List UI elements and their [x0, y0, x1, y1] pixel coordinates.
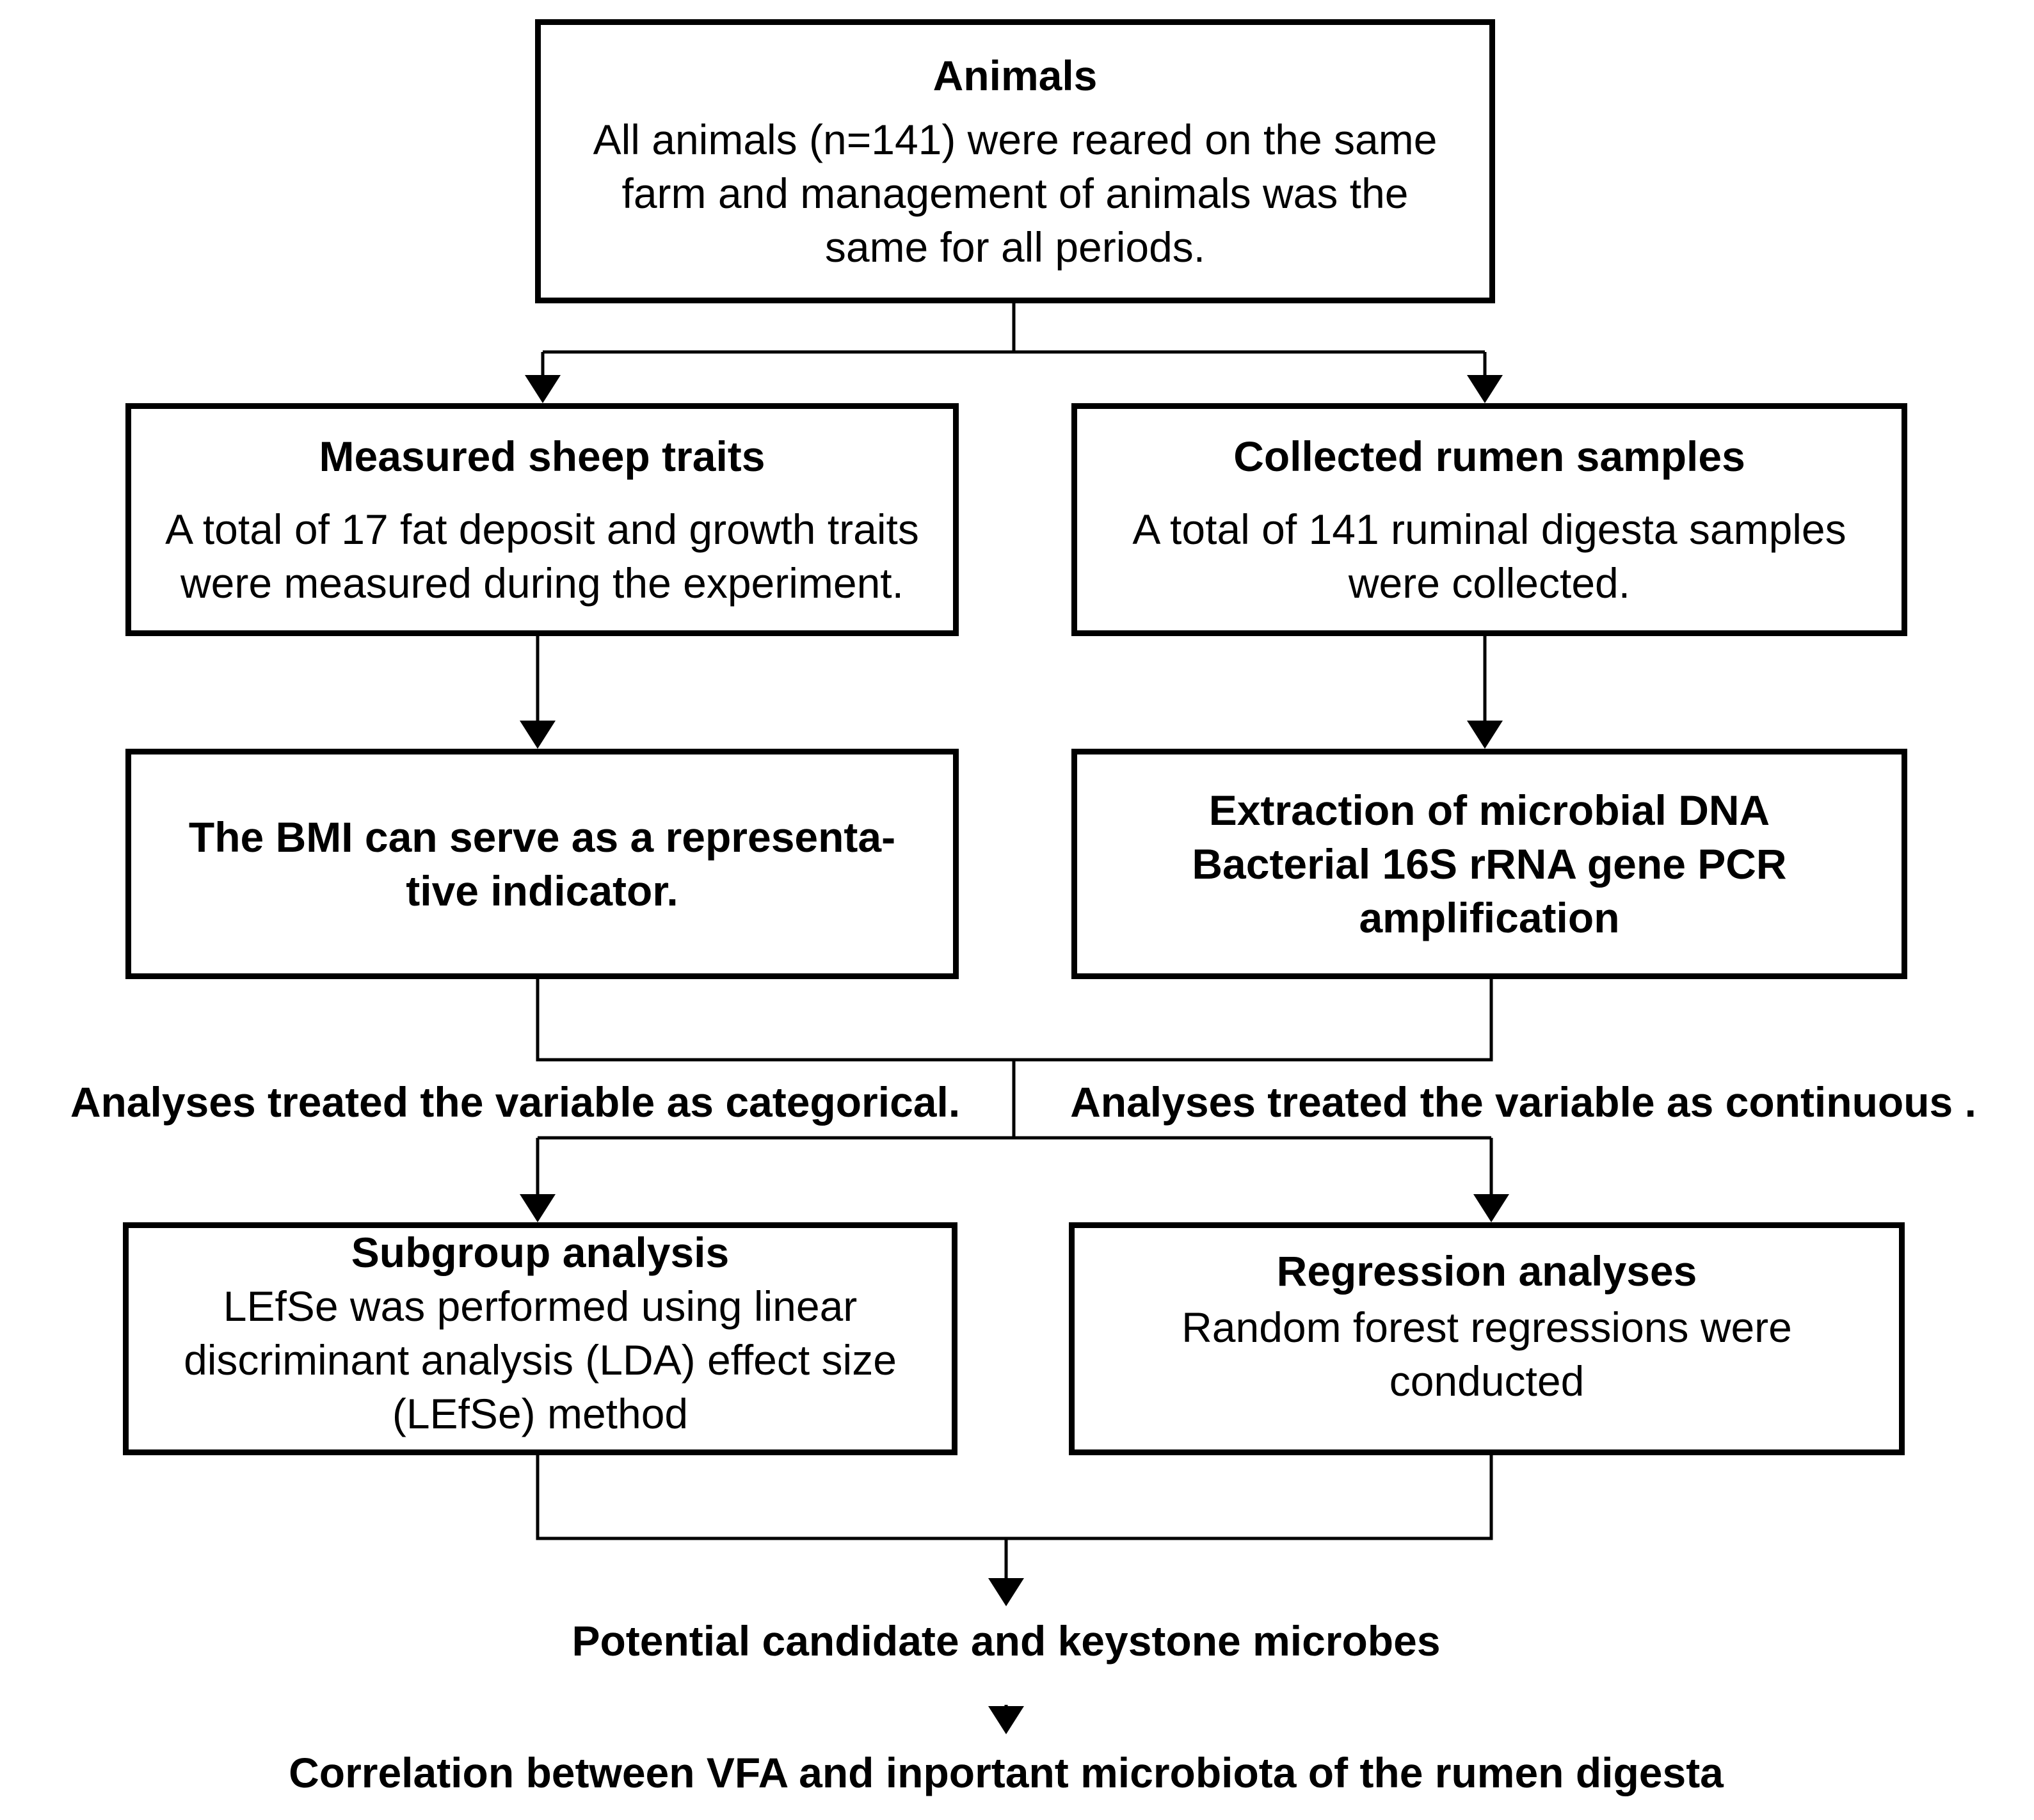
- arrowhead-traits: [525, 375, 561, 403]
- animals-line: farm and management of animals was the: [621, 170, 1409, 217]
- arrowhead-rumen: [1467, 375, 1503, 403]
- extraction-box: Extraction of microbial DNA Bacterial 16…: [1071, 749, 1907, 979]
- outcome-candidate-microbes: Potential candidate and keystone microbe…: [572, 1617, 1441, 1664]
- rumen-line: A total of 141 ruminal digesta samples: [1132, 506, 1846, 553]
- traits-description: A total of 17 fat deposit and growth tra…: [165, 502, 919, 610]
- bmi-line: The BMI can serve as a representa-: [188, 813, 896, 861]
- traits-box: Measured sheep traits A total of 17 fat …: [125, 403, 959, 636]
- animals-title: Animals: [933, 52, 1098, 99]
- rumen-description: A total of 141 ruminal digesta samples w…: [1132, 502, 1846, 610]
- connector-animals-split: [541, 301, 1487, 389]
- rumen-title: Collected rumen samples: [1233, 433, 1745, 480]
- animals-description: All animals (n=141) were reared on the s…: [593, 113, 1437, 274]
- arrowhead-subgroup: [520, 1194, 556, 1222]
- animals-line: All animals (n=141) were reared on the s…: [593, 116, 1437, 163]
- arrowhead-bmi: [520, 721, 556, 749]
- subgroup-line: (LEfSe) method: [392, 1390, 689, 1437]
- subgroup-line: discriminant analysis (LDA) effect size: [184, 1336, 897, 1384]
- regression-line: Random forest regressions were: [1181, 1304, 1792, 1351]
- rumen-box: Collected rumen samples A total of 141 r…: [1071, 403, 1907, 636]
- regression-box: Regression analyses Random forest regres…: [1069, 1222, 1905, 1455]
- traits-line: were measured during the experiment.: [180, 559, 904, 607]
- regression-title: Regression analyses: [1276, 1247, 1697, 1295]
- extraction-line: amplification: [1359, 894, 1620, 941]
- extraction-text: Extraction of microbial DNA Bacterial 16…: [1192, 783, 1786, 945]
- connector-merge-1: [536, 977, 1493, 1062]
- animals-box: Animals All animals (n=141) were reared …: [535, 19, 1495, 303]
- arrowhead-regression: [1473, 1194, 1509, 1222]
- subgroup-box: Subgroup analysis LEfSe was performed us…: [123, 1222, 957, 1455]
- subgroup-line: LEfSe was performed using linear: [223, 1282, 858, 1330]
- bmi-text: The BMI can serve as a representa- tive …: [189, 810, 895, 918]
- connector-split-2: [536, 1136, 1493, 1208]
- subgroup-description: LEfSe was performed using linear discrim…: [184, 1279, 897, 1441]
- rumen-line: were collected.: [1348, 559, 1631, 607]
- regression-description: Random forest regressions were conducted: [1181, 1300, 1792, 1408]
- connector-merge-2: [536, 1453, 1493, 1540]
- regression-line: conducted: [1389, 1357, 1585, 1405]
- label-continuous: Analyses treated the variable as continu…: [1070, 1078, 1976, 1126]
- animals-line: same for all periods.: [824, 223, 1206, 271]
- outcome-vfa-correlation: Correlation between VFA and inportant mi…: [289, 1749, 1724, 1796]
- bmi-line: tive indicator.: [406, 867, 678, 914]
- extraction-line: Bacterial 16S rRNA gene PCR: [1192, 840, 1787, 888]
- arrowhead-outcome-2: [988, 1706, 1024, 1734]
- bmi-box: The BMI can serve as a representa- tive …: [125, 749, 959, 979]
- arrowhead-outcome-1: [988, 1578, 1024, 1606]
- arrowhead-extraction: [1467, 721, 1503, 749]
- traits-title: Measured sheep traits: [319, 433, 765, 480]
- traits-line: A total of 17 fat deposit and growth tra…: [165, 506, 919, 553]
- subgroup-title: Subgroup analysis: [351, 1229, 730, 1276]
- extraction-line: Extraction of microbial DNA: [1208, 786, 1770, 834]
- label-categorical: Analyses treated the variable as categor…: [70, 1078, 961, 1126]
